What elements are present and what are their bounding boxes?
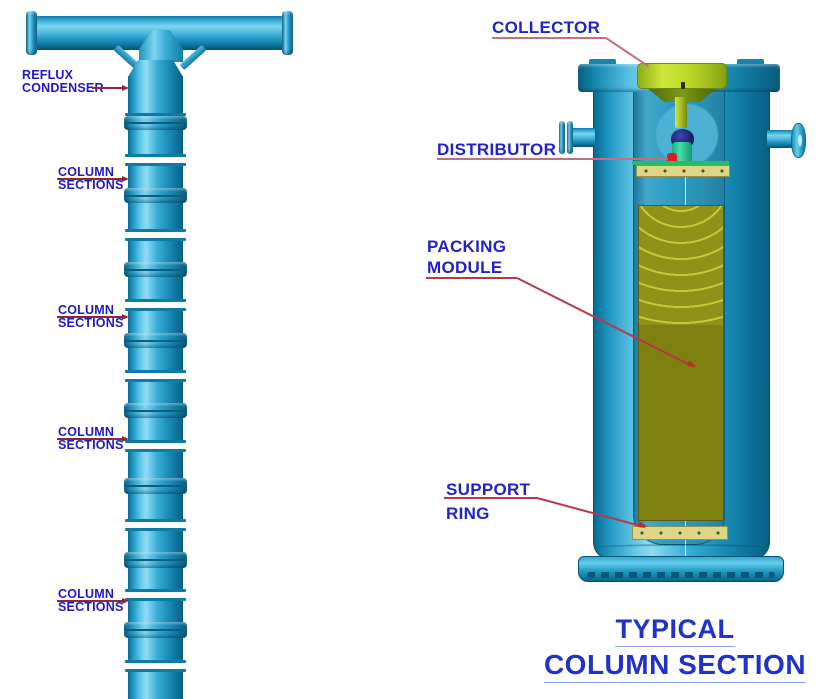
- left-nozzle-flange: [559, 121, 565, 154]
- column-sections-line1: COLUMN: [58, 587, 115, 601]
- diagram-title-line1: TYPICAL: [615, 614, 735, 647]
- column-sections-line2: SECTIONS: [58, 600, 124, 614]
- left-nozzle-pipe: [573, 128, 595, 147]
- support-ring-line1: SUPPORT: [446, 480, 531, 499]
- column-sections-line2: SECTIONS: [58, 316, 124, 330]
- column-sections-line2: SECTIONS: [58, 178, 124, 192]
- pipe-flange-right: [282, 11, 293, 55]
- collector-label: COLLECTOR: [492, 18, 601, 37]
- segment-flange: [124, 333, 187, 348]
- packing-module-line2: MODULE: [427, 258, 503, 277]
- segment-cylinder: [125, 494, 186, 522]
- segment-cylinder: [125, 568, 186, 592]
- leader-arrow: [122, 175, 129, 182]
- segment-cylinder: [125, 449, 186, 478]
- column-cone: [128, 60, 183, 77]
- distributor-tray-beam: [632, 161, 729, 165]
- segment-flange: [124, 622, 187, 638]
- leader-line: [92, 87, 126, 89]
- bottom-head-seam: [595, 544, 766, 552]
- leader-arrow: [122, 597, 129, 604]
- leader-line: [426, 277, 517, 279]
- segment-flange: [124, 552, 187, 568]
- leader-arrow: [122, 435, 129, 442]
- reflux-condenser-shell: [125, 76, 186, 116]
- segment-cylinder: [125, 163, 186, 188]
- segment-cylinder: [125, 348, 186, 373]
- column-sections-line1: COLUMN: [58, 303, 115, 317]
- leader-line: [57, 178, 123, 180]
- leader-line: [57, 600, 123, 602]
- right-nozzle-flange: [791, 123, 806, 158]
- segment-cylinder: [125, 418, 186, 443]
- right-nozzle-pipe: [767, 130, 793, 148]
- center-wire: [685, 175, 687, 205]
- vessel-bottom-flange: [578, 556, 784, 582]
- segment-cylinder: [125, 528, 186, 552]
- leader-line: [57, 438, 123, 440]
- pipe-flange-left: [26, 11, 37, 55]
- segment-cylinder: [125, 130, 186, 157]
- distributor-label: DISTRIBUTOR: [437, 140, 557, 159]
- left-nozzle-flange: [567, 121, 573, 154]
- segment-flange: [124, 262, 187, 277]
- collector-bolt: [681, 82, 685, 89]
- leader-arrow: [122, 84, 129, 91]
- support-ring-label: SUPPORT RING: [446, 479, 530, 524]
- leader-arrow: [122, 313, 129, 320]
- segment-cylinder: [125, 379, 186, 403]
- segment-cylinder: [125, 638, 186, 663]
- leader-line: [492, 37, 606, 39]
- collector-funnel: [645, 86, 719, 102]
- segment-flange: [124, 403, 187, 418]
- segment-cylinder: [125, 308, 186, 333]
- segment-cylinder: [125, 669, 186, 699]
- segment-cylinder: [125, 277, 186, 302]
- segment-cylinder: [125, 238, 186, 262]
- column-sections-label-3: COLUMN SECTIONS: [58, 426, 124, 452]
- packing-module-upper: [638, 205, 724, 326]
- leader-line: [444, 497, 537, 499]
- diagram-title: TYPICAL COLUMN SECTION: [540, 614, 810, 683]
- distributor-tray: [636, 165, 730, 177]
- center-wire: [685, 520, 687, 527]
- flange-lug: [589, 59, 616, 67]
- reflux-condenser-label-line1: REFLUX: [22, 68, 74, 82]
- support-ring-line2: RING: [446, 504, 490, 523]
- column-stack: [124, 76, 187, 699]
- diagram-title-line2: COLUMN SECTION: [543, 649, 807, 683]
- leader-line: [437, 158, 668, 160]
- reflux-condenser-label: REFLUX CONDENSER: [22, 69, 104, 95]
- packing-module-label: PACKING MODULE: [427, 236, 506, 278]
- column-sections-label-2: COLUMN SECTIONS: [58, 304, 124, 330]
- column-sections-line1: COLUMN: [58, 165, 115, 179]
- column-sections-line2: SECTIONS: [58, 438, 124, 452]
- distributor-inlet: [667, 153, 677, 165]
- column-sections-label-1: COLUMN SECTIONS: [58, 166, 124, 192]
- leader-line: [57, 316, 123, 318]
- column-sections-line1: COLUMN: [58, 425, 115, 439]
- segment-cylinder: [125, 598, 186, 622]
- segment-cylinder: [125, 203, 186, 232]
- segment-flange: [124, 478, 187, 494]
- column-sections-label-4: COLUMN SECTIONS: [58, 588, 124, 614]
- flange-lug: [737, 59, 764, 67]
- packing-module-line1: PACKING: [427, 237, 507, 256]
- packing-module-lower: [638, 325, 724, 521]
- segment-flange: [124, 188, 187, 203]
- support-ring: [632, 526, 728, 540]
- reflux-condenser-label-line2: CONDENSER: [22, 81, 104, 95]
- downcomer-tube: [675, 97, 687, 128]
- segment-flange: [124, 116, 187, 130]
